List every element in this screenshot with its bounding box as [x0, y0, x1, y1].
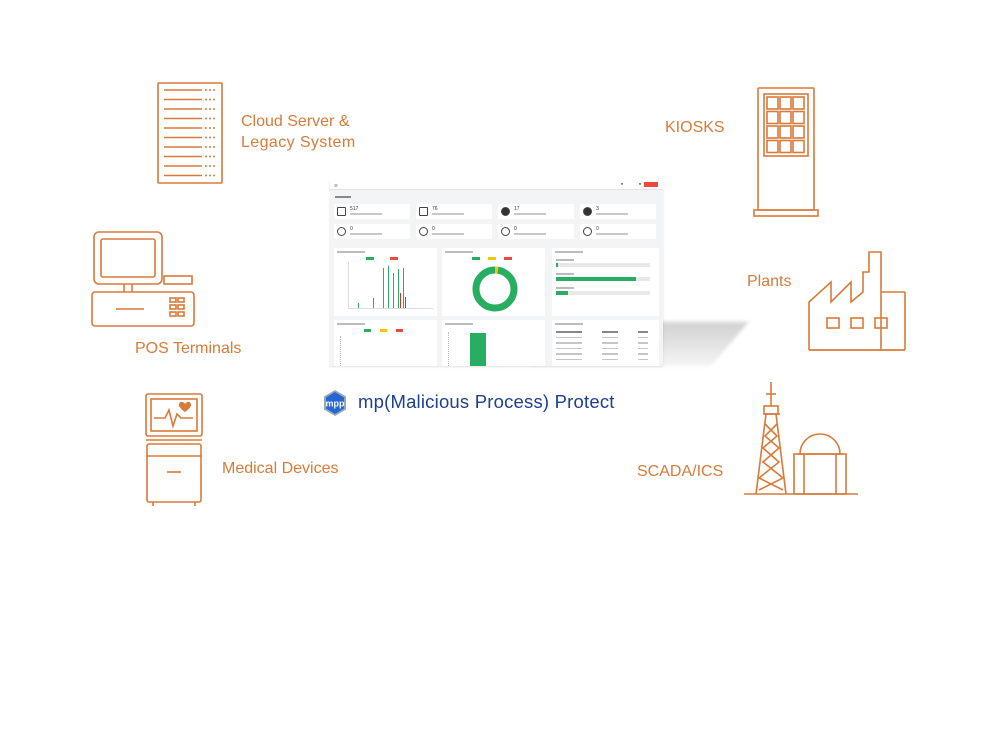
target-icon	[337, 227, 346, 236]
stat-card: 76	[416, 204, 492, 219]
clock-icon	[501, 227, 510, 236]
stat-card: 517	[334, 204, 410, 219]
cloud-server-label: Cloud Server & Legacy System	[241, 113, 356, 151]
medical-devices-label: Medical Devices	[222, 460, 339, 477]
list-icon	[419, 207, 428, 216]
menu-icon: ☰	[334, 183, 338, 188]
pos-terminal-icon	[88, 228, 198, 332]
mini-bar	[388, 265, 390, 308]
donut-chart-panel	[442, 248, 545, 316]
stat-value: 3	[596, 206, 599, 212]
mini-bar	[398, 269, 400, 308]
medical-monitor-icon	[141, 390, 207, 508]
kiosk-icon	[750, 84, 822, 220]
mini-bar	[400, 293, 402, 308]
user-icon: ■	[620, 182, 623, 186]
mpp-badge-icon: mpp	[324, 390, 346, 416]
table-panel	[552, 320, 659, 366]
factory-icon	[805, 246, 909, 356]
bar-chart-panel	[334, 248, 437, 316]
stat-card: 0	[580, 224, 656, 239]
info-icon	[583, 207, 592, 216]
dashboard-screenshot: ☰ ■ ■ 517 76 17 3 0 0 0 0	[330, 180, 663, 366]
dashboard-title-bar	[335, 196, 351, 198]
bottom-chart-panel-1	[334, 320, 437, 366]
kiosks-label: KIOSKS	[665, 119, 725, 136]
stat-card: 0	[498, 224, 574, 239]
stat-value: 0	[432, 226, 435, 232]
stat-value: 517	[350, 206, 359, 212]
mini-bar	[383, 268, 385, 308]
stat-value: 76	[432, 206, 438, 212]
mini-bar	[393, 273, 395, 308]
stat-value: 0	[596, 226, 599, 232]
settings-icon: ■	[638, 182, 641, 186]
bottom-chart-panel-2	[442, 320, 545, 366]
mini-bar	[405, 297, 407, 308]
stat-card: 3	[580, 204, 656, 219]
pos-terminals-label: POS Terminals	[135, 340, 242, 357]
brand-name: mp(Malicious Process) Protect	[358, 391, 615, 412]
stat-card: 0	[416, 224, 492, 239]
stat-value: 0	[350, 226, 353, 232]
usb-icon	[583, 227, 592, 236]
progress-panel	[552, 248, 659, 316]
scada-tower-icon	[742, 380, 860, 502]
mini-bar	[403, 268, 405, 308]
stat-card: 17	[498, 204, 574, 219]
svg-text:mpp: mpp	[326, 399, 346, 409]
server-rack-icon	[150, 80, 230, 186]
logout-button	[644, 182, 658, 187]
list-icon	[337, 207, 346, 216]
dashboard-topbar: ☰ ■ ■	[330, 180, 663, 190]
scada-ics-label: SCADA/ICS	[637, 463, 724, 480]
plants-label: Plants	[747, 273, 792, 290]
info-icon	[501, 207, 510, 216]
donut-chart	[472, 266, 518, 312]
mini-bar	[373, 298, 375, 308]
stat-value: 0	[514, 226, 517, 232]
shield-icon	[419, 227, 428, 236]
stat-value: 17	[514, 206, 520, 212]
stat-card: 0	[334, 224, 410, 239]
mini-bar	[358, 303, 360, 308]
